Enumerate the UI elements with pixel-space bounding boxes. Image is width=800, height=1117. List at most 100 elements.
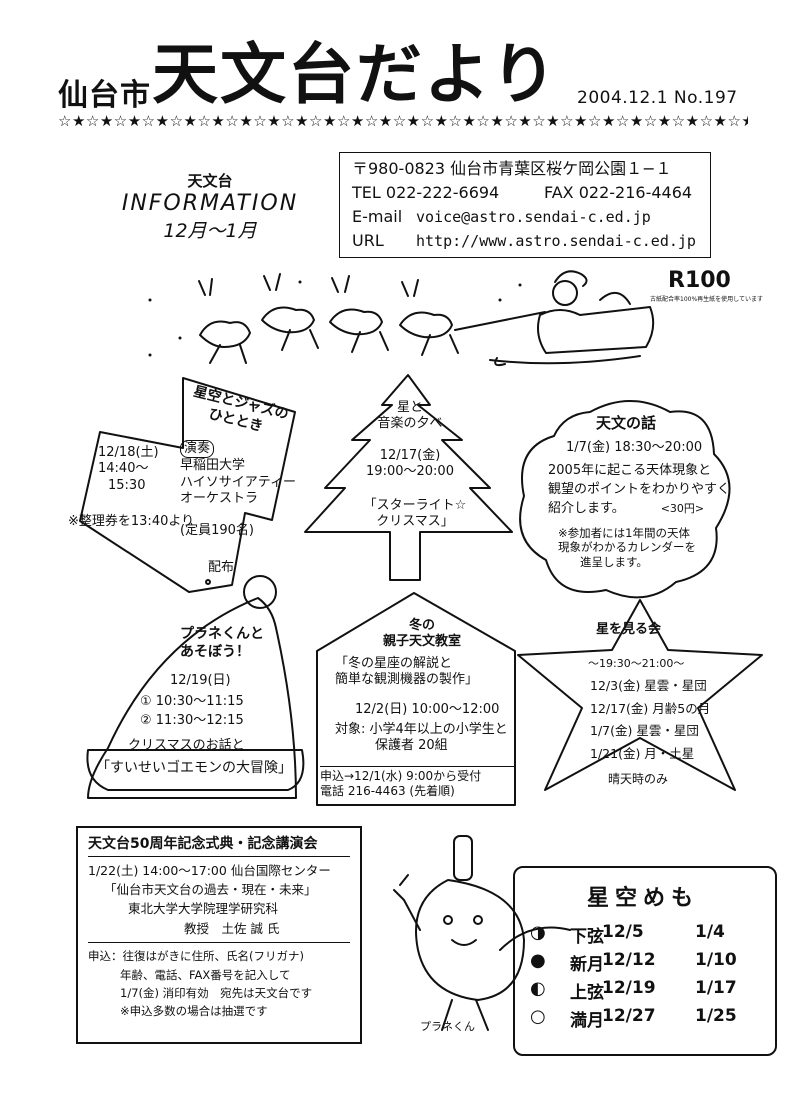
music-program1: 「スターライト☆ (363, 498, 467, 513)
title-prefix: 仙台市 (58, 78, 151, 113)
moon-phase-name: 下弦 (570, 927, 604, 947)
info-heading: 天文台 INFORMATION 12月〜1月 (100, 170, 320, 243)
lecture-apply4: ※申込多数の場合は抽選です (120, 1004, 268, 1019)
recycle-mark: R100 (668, 268, 731, 293)
last-quarter-moon-icon: ◑ (530, 922, 546, 943)
info-line3: 12月〜1月 (163, 220, 257, 242)
moon-row-last-quarter: ◑ 下弦 12/5 1/4 (530, 922, 770, 947)
mascot-planekun-illustration (393, 835, 571, 1031)
talk-fee: <30円> (660, 501, 705, 515)
moon-row-new: ● 新月 12/12 1/10 (530, 950, 770, 975)
moon-date-dec: 12/5 (602, 922, 644, 942)
lecture-speaker1: 東北大学大学院理学研究科 (128, 901, 279, 917)
new-moon-icon: ● (530, 950, 546, 971)
tel: TEL 022-222-6694 (352, 183, 500, 202)
family-target: 対象: 小学4年以上の小学生と 保護者 20組 (335, 722, 508, 755)
moon-date-jan: 1/10 (695, 950, 737, 970)
music-title: 星と 音楽の夕べ (360, 400, 460, 433)
full-moon-icon: ○ (530, 1006, 546, 1027)
plane-session1: ① 10:30〜11:15 (140, 694, 244, 709)
observe-schedule: 12/3(金) 星雲・星団 12/17(金) 月齢5の月 1/7(金) 星雲・星… (590, 675, 710, 765)
lecture-date: 1/22(土) 14:00〜17:00 仙台国際センター (88, 862, 331, 878)
jazz-time: 12/18(土) 14:40〜 15:30 (98, 445, 159, 494)
moon-phase-name: 上弦 (570, 983, 604, 1003)
family-program1: 「冬の星座の解説と (335, 656, 453, 671)
observe-row1: 12/3(金) 星雲・星団 (590, 678, 707, 693)
jazz-ticket: ※整理券を13:40より (68, 514, 195, 529)
plane-title1: プラネくんと (180, 626, 264, 642)
lecture-title: 天文台50周年記念式典・記念講演会 (88, 834, 350, 857)
plane-title: プラネくんと あそぼう！ (180, 626, 264, 661)
family-title2: 親子天文教室 (382, 634, 461, 650)
observe-row3: 1/7(金) 星雲・星団 (590, 723, 699, 738)
family-event-house-frame (316, 592, 516, 806)
lecture-topic: 「仙台市天文台の過去・現在・未来」 (104, 882, 317, 898)
family-apply: 申込→12/1(水) 9:00から受付 電話 216-4463 (先着順) (320, 766, 515, 799)
jazz-perf3: オーケストラ (180, 490, 259, 506)
page-title: 天文台だより (152, 36, 559, 113)
observe-row2: 12/17(金) 月齢5の月 (590, 700, 711, 716)
family-title: 冬の 親子天文教室 (362, 618, 482, 651)
music-program: 「スターライト☆ クリスマス」 (340, 498, 490, 531)
moon-date-dec: 12/12 (602, 950, 656, 970)
plane-date: 12/19(日) (170, 673, 231, 688)
lecture-apply2: 年齢、電話、FAX番号を記入して (120, 967, 291, 982)
family-title1: 冬の (408, 618, 435, 633)
talk-event-bubble-frame (519, 400, 731, 599)
first-quarter-moon-icon: ◐ (530, 978, 546, 999)
music-hours: 19:00〜20:00 (366, 464, 454, 480)
moon-phase-name: 新月 (570, 955, 604, 975)
contact-box: 〒980-0823 仙台市青葉区桜ケ岡公園１−１ TEL 022-222-669… (339, 152, 711, 258)
email-link[interactable]: voice@astro.sendai-c.ed.jp (416, 208, 651, 226)
observe-event-star-frame (517, 599, 763, 791)
moon-date-jan: 1/4 (695, 922, 725, 942)
lecture-apply: 申込：往復はがきに住所、氏名(フリガナ) 年齢、電話、FAX番号を記入して 1/… (88, 947, 350, 1021)
email-row: E-mail voice@astro.sendai-c.ed.jp (352, 205, 698, 229)
family-program: 「冬の星座の解説と 簡単な観測機器の製作」 (335, 656, 478, 689)
lecture-box: 天文台50周年記念式典・記念講演会 1/22(土) 14:00〜17:00 仙台… (76, 826, 362, 1044)
jazz-date: 12/18(土) (98, 445, 159, 460)
info-line1: 天文台 (187, 172, 233, 190)
family-target2: 保護者 20組 (375, 738, 448, 754)
moon-date-dec: 12/19 (602, 978, 656, 998)
jazz-perf1: 早稲田大学 (180, 458, 246, 474)
talk-note3: 進呈します。 (580, 554, 648, 569)
music-time: 12/17(金) 19:00〜20:00 (350, 448, 470, 481)
observe-row4: 1/21(金) 月・土星 (590, 745, 695, 761)
moon-date-jan: 1/25 (695, 1006, 737, 1026)
jazz-ticket2: 配布 (208, 560, 235, 575)
talk-note: ※参加者には1年間の天体 現象がわかるカレンダーを 進呈します。 (558, 526, 696, 569)
music-title2: 音楽の夕べ (377, 416, 443, 432)
plane-desc: クリスマスのお話と (128, 738, 245, 753)
moon-row-first-quarter: ◐ 上弦 12/19 1/17 (530, 978, 770, 1003)
talk-desc2: 観望のポイントをわかりやすく (548, 481, 731, 497)
plane-sessions: ① 10:30〜11:15 ② 11:30〜12:15 (140, 693, 244, 731)
plane-title2: あそぼう！ (180, 643, 250, 660)
jazz-performer: 演奏 早稲田大学 ハイソサイアティー オーケストラ (180, 440, 296, 507)
email-label: E-mail (352, 207, 403, 226)
talk-desc3: 紹介します。 (548, 500, 625, 516)
talk-title: 天文の話 (596, 414, 657, 432)
url-link[interactable]: http://www.astro.sendai-c.ed.jp (416, 232, 696, 250)
address: 〒980-0823 仙台市青葉区桜ケ岡公園１−１ (352, 159, 672, 178)
plane-event-hat-frame (87, 597, 297, 799)
moon-memo-box (513, 866, 777, 1056)
talk-desc1: 2005年に起こる天体現象と (548, 463, 712, 478)
family-apply-tel: 電話 216-4463 (先着順) (320, 784, 455, 798)
issue-date: 2004.12.1 No.197 (577, 88, 738, 108)
jazz-perf-label: 演奏 (180, 440, 215, 459)
family-date: 12/2(日) 10:00〜12:00 (355, 702, 500, 717)
family-program2: 簡単な観測機器の製作」 (335, 672, 479, 688)
moon-date-jan: 1/17 (695, 978, 737, 998)
observe-title: 星を見る会 (596, 622, 662, 637)
music-title1: 星と (396, 400, 423, 415)
jazz-time2: 15:30 (108, 477, 146, 493)
moon-memo-title: 星空めも (586, 886, 699, 911)
plane-program: 「すいせいゴエモンの大冒険」 (96, 760, 292, 776)
music-date: 12/17(金) (379, 448, 441, 463)
jazz-event-frame (79, 377, 296, 593)
talk-note1: ※参加者には1年間の天体 (558, 526, 690, 540)
